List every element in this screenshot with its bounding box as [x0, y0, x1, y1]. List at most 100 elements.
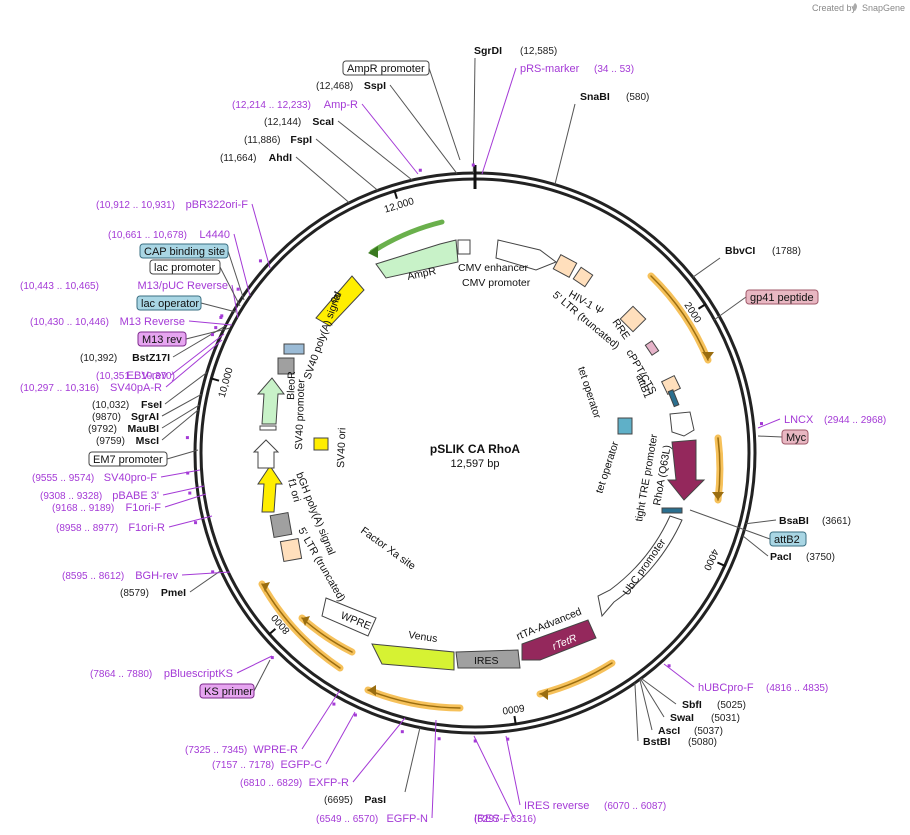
primer-marker — [211, 570, 215, 574]
tick-mark — [267, 628, 277, 636]
leader-line — [181, 571, 231, 576]
sv40-ori-box — [313, 437, 329, 451]
primer-name: SV40pro-F — [104, 472, 157, 484]
tick-mark — [393, 189, 398, 199]
feature-box — [781, 429, 809, 445]
primer-name: EXFP-R — [309, 777, 349, 789]
primer-name: LNCX — [784, 414, 814, 426]
primer-position: (7325 .. 7345) — [185, 745, 247, 756]
sv40pa-stripes — [283, 343, 305, 355]
leader-line — [757, 418, 781, 429]
primer-position: (10,351 .. 10,370) — [96, 371, 175, 382]
enzyme-position: (5025) — [717, 700, 746, 711]
leader-line — [481, 67, 517, 175]
enzyme-position: (12,144) — [264, 117, 301, 128]
primer-position: (4816 .. 4835) — [766, 683, 828, 694]
enzyme-position: (5037) — [694, 726, 723, 737]
primer-name: SV40pA-R — [110, 382, 162, 394]
tet-operator-box — [617, 417, 633, 435]
wpre-arrow — [321, 597, 377, 637]
primer-name: pBR322ori-F — [186, 199, 249, 211]
primer-position: (10,297 .. 10,316) — [20, 383, 99, 394]
sv40pa-box — [277, 357, 295, 375]
primer-marker — [473, 739, 477, 743]
label-f1: f1 ori — [285, 478, 303, 504]
feature-box-label: Myc — [786, 432, 807, 444]
cmv-enhancer-arrow — [495, 239, 558, 271]
primer-position: (6297 .. 6316) — [474, 814, 536, 825]
feature-box — [139, 243, 229, 259]
leader-line — [713, 296, 747, 321]
leader-line — [634, 682, 639, 742]
primer-marker — [270, 656, 274, 660]
leader-line — [325, 711, 356, 765]
primer-name: M13 Reverse — [120, 316, 185, 328]
enzyme-position: (6695) — [324, 795, 353, 806]
leader-line — [253, 659, 271, 692]
leader-line — [431, 719, 437, 819]
enzyme-name: FseI — [141, 399, 162, 411]
enzyme-name: BstBI — [643, 736, 671, 748]
leader-line — [185, 327, 231, 340]
enzyme-name: MauBI — [128, 423, 160, 435]
tick-label: 12,000 — [383, 196, 416, 216]
leader-line — [640, 678, 665, 718]
leader-line — [162, 485, 205, 496]
feature-box — [88, 451, 168, 467]
feature-box-label: AmpR promoter — [347, 63, 425, 75]
enzyme-name: MscI — [136, 435, 159, 447]
label-sv40p: SV40 promoter — [293, 379, 307, 450]
orange-arrowheads — [262, 246, 724, 700]
label-bleor: BleoR — [285, 371, 298, 400]
leader-line — [473, 735, 515, 819]
leader-line — [640, 677, 677, 705]
enzyme-name: BsaBI — [779, 515, 809, 527]
enzyme-name: SgrDI — [474, 45, 502, 57]
tick-label: 6000 — [501, 702, 525, 716]
leader-line — [164, 493, 207, 508]
primer-marker — [506, 737, 510, 741]
ltr-box — [572, 266, 594, 288]
primer-marker — [186, 471, 190, 475]
leader-line — [742, 535, 769, 557]
tick-label: 4000 — [701, 547, 720, 572]
leader-line — [161, 409, 199, 441]
primer-position: (10,912 .. 10,931) — [96, 200, 175, 211]
enzyme-position: (9759) — [96, 436, 125, 447]
leader-line — [404, 727, 421, 793]
enzyme-position: (10,392) — [80, 353, 117, 364]
primer-position: (10,430 .. 10,446) — [30, 317, 109, 328]
brand-name: SnapGene — [862, 3, 905, 13]
primer-position: (9555 .. 9574) — [32, 473, 94, 484]
leader-layer — [160, 57, 783, 819]
enzyme-name: PasI — [364, 794, 386, 806]
enzyme-position: (8579) — [120, 588, 149, 599]
enzyme-position: (3750) — [806, 552, 835, 563]
leader-line — [745, 519, 777, 525]
f1-ori-arrow — [257, 465, 283, 513]
ires-box — [455, 649, 521, 669]
leader-line — [189, 570, 222, 593]
enzyme-position: (12,585) — [520, 46, 557, 57]
primer-marker — [220, 314, 224, 318]
feature-box — [342, 60, 430, 76]
leader-line — [161, 394, 202, 417]
label-venus: Venus — [408, 629, 439, 645]
primer-name: L4440 — [199, 229, 230, 241]
leader-line — [689, 509, 771, 540]
leader-line — [361, 103, 419, 175]
plasmid-size: 12,597 bp — [451, 458, 500, 470]
tick-mark — [513, 715, 517, 726]
leader-line — [295, 156, 350, 204]
feature-box-label: lac promoter — [154, 262, 215, 274]
primer-name: EGFP-N — [386, 813, 428, 825]
label-sv40ori: SV40 ori — [335, 427, 348, 468]
enzyme-name: PmeI — [161, 587, 186, 599]
leader-line — [639, 679, 653, 731]
feature-box — [137, 331, 187, 347]
feature-box — [745, 289, 819, 305]
primer-marker — [418, 168, 422, 172]
primer-name: F1ori-R — [128, 522, 165, 534]
feature-shapes — [252, 239, 706, 671]
tick-mark — [697, 303, 707, 310]
